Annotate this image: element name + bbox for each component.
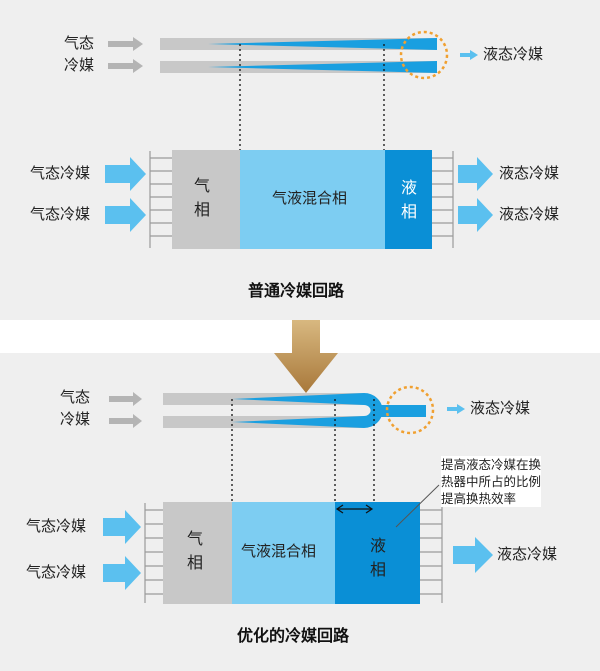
bottom-inlet-label-2: 气态冷媒: [26, 563, 87, 581]
top-pipe-label-line2: 冷媒: [64, 56, 95, 74]
bottom-outlet-small-arrow: [447, 404, 465, 414]
top-inlet-small-arrows: [108, 37, 143, 73]
top-liquid-phase-label: 液 相: [400, 178, 417, 221]
top-inlet-label-2: 气态冷媒: [30, 205, 91, 223]
bottom-pipe-label-line1: 气态: [60, 388, 91, 406]
top-inlet-arrows: [105, 157, 146, 232]
bottom-caption: 优化的冷媒回路: [237, 626, 350, 645]
bottom-liquid-phase-block: [335, 502, 420, 604]
top-inlet-label-1: 气态冷媒: [30, 164, 91, 182]
bottom-left-fins: [144, 503, 163, 603]
top-pipe-label-line1: 气态: [64, 34, 95, 52]
top-gas-phase-block: [172, 150, 240, 249]
transition-arrow: [274, 320, 338, 393]
bottom-mixed-phase-label: 气液混合相: [241, 542, 317, 560]
bottom-inlet-arrows: [103, 510, 141, 590]
bottom-pipe-outlet-label: 液态冷媒: [470, 399, 531, 417]
bottom-pipe-label-line2: 冷媒: [60, 410, 91, 428]
top-mixed-phase-block: [240, 150, 385, 249]
note-pointer-line: [395, 484, 440, 528]
bottom-pipe-tubes: [163, 393, 426, 428]
bottom-outlet-label: 液态冷媒: [497, 545, 558, 563]
top-pipe-outlet-label: 液态冷媒: [483, 45, 544, 63]
top-outlet-label-1: 液态冷媒: [499, 164, 560, 182]
top-right-fins: [432, 151, 454, 248]
top-outlet-small-arrow: [460, 50, 478, 60]
bottom-dotted-guides: [231, 399, 375, 505]
top-mixed-phase-label: 气液混合相: [272, 189, 348, 207]
bottom-gas-phase-block: [163, 502, 232, 604]
top-outlet-arrows: [458, 157, 493, 232]
top-caption: 普通冷媒回路: [248, 281, 345, 300]
bottom-right-fins: [420, 503, 443, 603]
top-pipe-tubes: [160, 38, 437, 73]
top-liquid-phase-block: [385, 150, 432, 249]
top-highlight-circle: [399, 30, 449, 80]
bottom-gas-phase-label: 气 相: [186, 529, 203, 572]
bottom-mixed-phase-block: [232, 502, 335, 604]
top-gas-phase-label: 气 相: [193, 176, 210, 219]
efficiency-note: 提高液态冷媒在换 热器中所占的比例 提高换热效率: [441, 456, 542, 507]
bottom-liquid-phase-label: 液 相: [369, 536, 386, 579]
top-outlet-label-2: 液态冷媒: [499, 205, 560, 223]
bottom-double-arrow: [335, 504, 374, 514]
bottom-highlight-circle: [385, 385, 435, 435]
bottom-outlet-arrow: [453, 537, 493, 573]
top-dotted-guides: [239, 44, 385, 158]
bottom-inlet-small-arrows: [109, 392, 142, 428]
bottom-inlet-label-1: 气态冷媒: [26, 517, 87, 535]
top-left-fins: [149, 151, 172, 248]
